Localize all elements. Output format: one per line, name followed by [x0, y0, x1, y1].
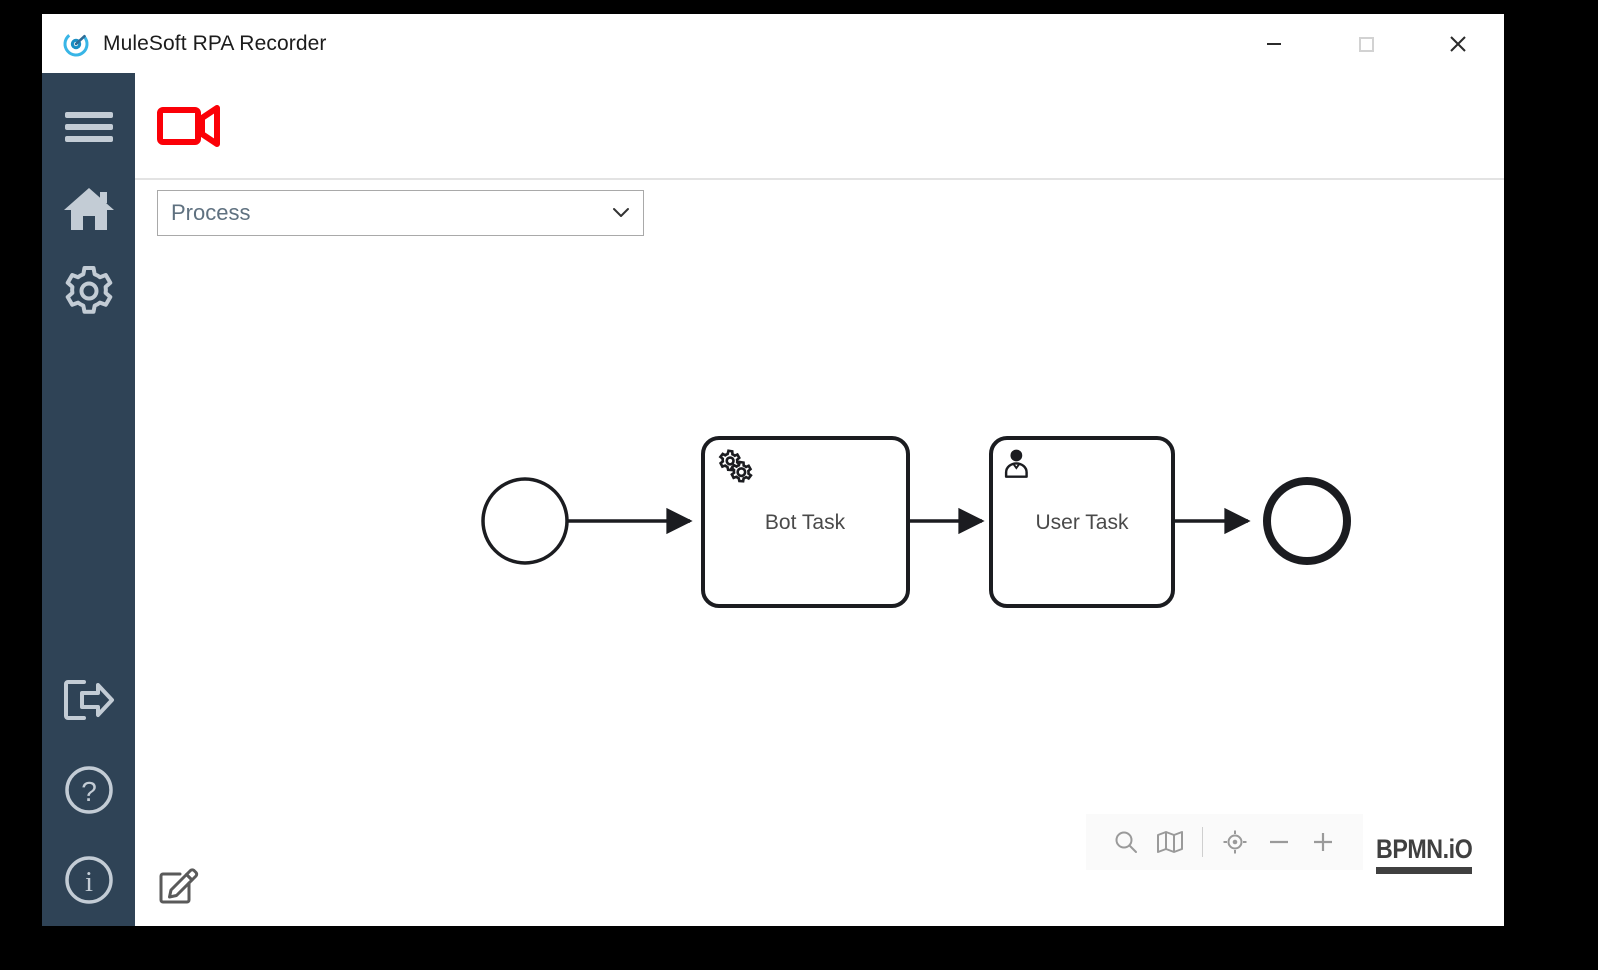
home-icon: [63, 188, 114, 230]
sidebar-item-menu[interactable]: [57, 95, 121, 159]
palette-fit-viewport-button[interactable]: [1213, 820, 1257, 864]
sidebar-item-about[interactable]: i: [57, 848, 121, 912]
user-task-label: User Task: [1036, 511, 1129, 534]
gears-icon: [718, 449, 753, 483]
app-window: MuleSoft RPA Recorder: [42, 14, 1504, 926]
sidebar: ? i: [42, 73, 135, 926]
palette-divider: [1202, 827, 1203, 857]
palette-zoom-out-button[interactable]: [1257, 820, 1301, 864]
process-selector-row: Process: [135, 180, 1504, 236]
logout-icon: [63, 680, 114, 720]
minimize-button[interactable]: [1228, 14, 1320, 73]
canvas-palette: [1086, 814, 1363, 870]
window-controls: [1228, 14, 1504, 73]
close-icon: [1450, 35, 1466, 52]
window-title: MuleSoft RPA Recorder: [103, 31, 327, 55]
window-body: ? i: [42, 73, 1504, 926]
sidebar-item-settings[interactable]: [57, 259, 121, 323]
info-circle-icon: i: [64, 856, 113, 904]
edit-tool-button[interactable]: [149, 854, 207, 912]
map-icon: [1157, 831, 1183, 853]
record-button[interactable]: [157, 100, 227, 152]
maximize-button[interactable]: [1320, 14, 1412, 73]
recorder-toolbar: [135, 73, 1504, 180]
sidebar-item-home[interactable]: [57, 177, 121, 241]
title-bar: MuleSoft RPA Recorder: [42, 14, 1504, 73]
crosshair-target-icon: [1223, 830, 1247, 854]
minimize-icon: [1267, 42, 1281, 45]
bot-task-label: Bot Task: [765, 511, 846, 534]
hamburger-menu-icon: [64, 112, 113, 142]
bpmnio-underline: [1375, 867, 1472, 874]
close-button[interactable]: [1412, 14, 1504, 73]
palette-zoom-in-button[interactable]: [1301, 820, 1345, 864]
palette-search-button[interactable]: [1104, 820, 1148, 864]
question-circle-icon: ?: [64, 766, 113, 814]
video-camera-record-icon: [157, 104, 220, 147]
svg-text:i: i: [84, 866, 92, 898]
chevron-down-icon: [612, 207, 630, 219]
sidebar-item-help[interactable]: ?: [57, 758, 121, 822]
sidebar-item-logout[interactable]: [57, 668, 121, 732]
start-event: [481, 477, 569, 565]
search-icon: [1115, 831, 1137, 853]
svg-text:?: ?: [81, 776, 97, 807]
main-panel: Process: [135, 73, 1504, 926]
plus-icon: [1314, 833, 1332, 851]
bpmnio-label: BPMN.iO: [1375, 834, 1473, 864]
sidebar-bottom-group: ? i: [57, 668, 121, 916]
person-icon: [1004, 449, 1028, 478]
bpmnio-attribution[interactable]: BPMN.iO: [1375, 834, 1488, 874]
minus-icon: [1270, 840, 1288, 844]
bpmn-canvas[interactable]: Bot Task User Task: [135, 236, 1504, 926]
edit-pencil-square-icon: [159, 868, 199, 904]
end-event: [1263, 477, 1351, 565]
process-select[interactable]: Process: [157, 190, 644, 236]
process-select-value: Process: [171, 200, 251, 225]
mulesoft-target-logo-icon: [63, 31, 89, 57]
maximize-icon: [1359, 36, 1374, 52]
gear-icon: [65, 266, 112, 314]
palette-minimap-button[interactable]: [1148, 820, 1192, 864]
bpmn-diagram: Bot Task User Task: [481, 436, 1351, 608]
